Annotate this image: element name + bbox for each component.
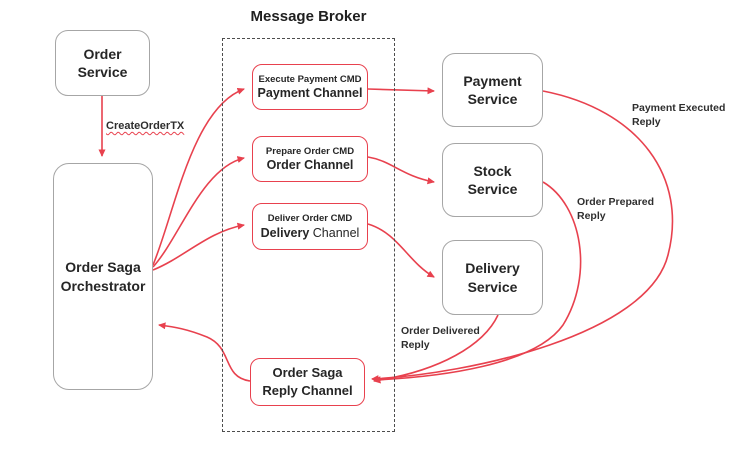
node-delivery-service-line2: Service [467,278,518,295]
node-orchestrator-line2: Orchestrator [60,277,146,294]
edge-order-delivered-reply [373,314,499,384]
edge-label-order-delivered-reply: Order Delivered Reply [401,325,480,352]
edge-label-order-delivered-line1: Order Delivered [401,325,480,337]
message-broker-frame [222,38,395,432]
edge-label-order-prepared-line2: Reply [577,209,606,222]
edge-label-create-order-tx: CreateOrderTX [106,119,184,133]
edge-orchestrator-to-delivery-channel [152,222,245,271]
node-payment-channel: Execute Payment CMD Payment Channel [252,64,368,110]
node-payment-channel-cmd: Execute Payment CMD [258,73,362,85]
edge-orchestrator-to-payment-channel [152,87,245,266]
edge-label-payment-executed-line1: Payment Executed [632,102,726,114]
node-delivery-channel-name: Delivery Channel [261,226,360,241]
edge-order-channel-to-stock-service [367,156,435,185]
edge-label-order-prepared-reply: Order Prepared Reply [577,196,654,223]
edge-label-create-order-tx-text: CreateOrderTX [106,120,185,132]
edge-order-prepared-reply [373,181,582,384]
node-reply-channel-line2: Reply Channel [262,383,353,398]
node-order-channel-cmd: Prepare Order CMD [265,145,355,157]
node-payment-channel-name: Payment Channel [257,86,363,101]
node-delivery-channel-name-bold: Delivery [260,225,310,240]
edge-label-order-delivered-line2: Reply [401,338,430,351]
node-order-service: Order Service [55,30,150,96]
node-order-saga-reply-channel: Order Saga Reply Channel [250,358,365,406]
edge-payment-channel-to-payment-service [367,87,435,95]
node-order-service-line2: Service [77,64,128,80]
node-delivery-channel-name-regular: Channel [309,225,360,240]
edge-label-order-prepared-line1: Order Prepared [577,196,655,208]
node-stock-service: Stock Service [442,143,543,217]
node-delivery-channel-cmd: Deliver Order CMD [267,213,353,225]
node-order-saga-orchestrator: Order Saga Orchestrator [53,163,153,390]
node-delivery-channel: Deliver Order CMD Delivery Channel [252,203,368,250]
message-broker-title: Message Broker [250,8,367,25]
node-reply-channel-line1: Order Saga [272,365,343,381]
node-order-service-line1: Order [83,45,122,62]
node-order-channel-name: Order Channel [266,158,354,173]
node-payment-service: Payment Service [442,53,543,127]
edge-label-payment-executed-reply: Payment Executed Reply [632,102,725,129]
node-stock-service-line2: Service [467,181,518,197]
node-delivery-service: Delivery Service [442,240,543,315]
node-payment-service-line1: Payment [463,72,522,89]
node-order-channel: Prepare Order CMD Order Channel [252,136,368,182]
edge-reply-channel-to-orchestrator [158,322,251,382]
node-orchestrator-line1: Order Saga [65,259,141,276]
node-delivery-service-line1: Delivery [465,260,520,277]
edge-orchestrator-to-order-channel [152,156,245,268]
node-stock-service-line1: Stock [473,162,512,179]
edge-payment-executed-reply [371,90,674,383]
node-payment-service-line2: Service [467,91,518,107]
edge-label-payment-executed-line2: Reply [632,115,661,128]
edge-delivery-channel-to-delivery-service [367,223,435,278]
